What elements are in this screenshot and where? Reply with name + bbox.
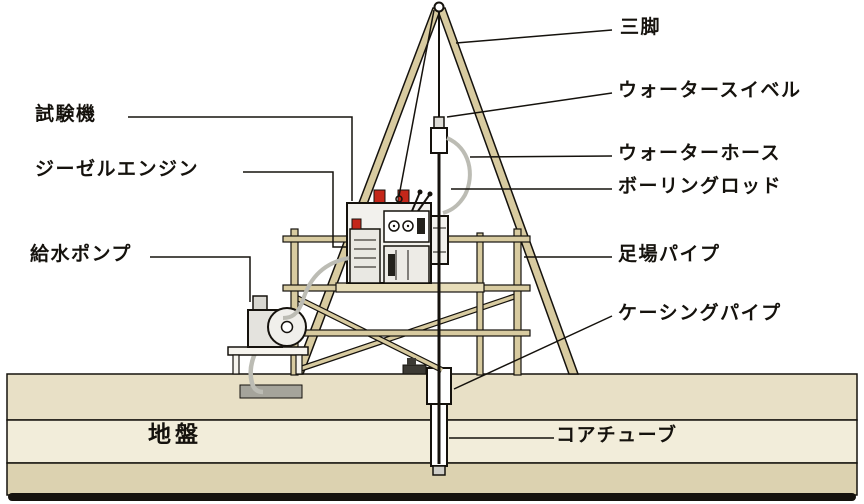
test-machine-assembly (346, 189, 449, 284)
water-sump-slab (239, 384, 303, 399)
gauge-2-needle (406, 224, 410, 228)
lever-1-knob (427, 191, 433, 197)
drill-bit (432, 465, 446, 476)
hoses (282, 136, 472, 320)
feed-hose (282, 256, 350, 320)
suction-hose (248, 345, 264, 395)
leader-water-hose (469, 155, 613, 158)
label-casing-pipe: ケーシングパイプ (618, 303, 782, 324)
lever-2 (411, 191, 421, 212)
wellhead-clamp (402, 358, 427, 375)
gauge-1-needle (392, 224, 396, 228)
pump-table-top (227, 346, 309, 356)
scaffold-post-middle (476, 232, 484, 376)
wellhead-clamp-base (402, 364, 427, 375)
label-boring-rod: ボーリングロッド (618, 176, 783, 197)
diesel-engine-unit (349, 228, 381, 284)
water-swivel-cap (433, 116, 445, 129)
label-ground: 地盤 (148, 421, 202, 447)
leader-casing-pipe (453, 315, 613, 390)
tripod-leg-right (435, 7, 580, 375)
water-pump-assembly (227, 295, 309, 395)
label-scaffold-pipe: 足場パイプ (618, 244, 721, 265)
pump-table-leg-right (295, 354, 303, 375)
scaffold-rail-low (282, 329, 531, 337)
label-tripod: 三脚 (620, 17, 662, 38)
scaffold-plank (335, 282, 485, 293)
machine-red-cap-3 (351, 218, 362, 230)
label-water-hose: ウォーターホース (618, 143, 782, 164)
label-diesel-engine: ジーゼルエンジン (35, 159, 200, 180)
leader-tripod (455, 29, 613, 44)
scaffold-post-left (290, 228, 299, 376)
label-water-pump: 給水ポンプ (30, 244, 132, 265)
leader-test-machine (128, 116, 353, 201)
pump-table-leg-left (232, 354, 240, 375)
label-water-swivel: ウォータースイベル (618, 80, 802, 101)
ground-layer-bottom (6, 462, 858, 496)
wellhead-clamp-lever (407, 358, 416, 365)
leader-lines (128, 29, 613, 439)
tripod (292, 1, 580, 375)
hoist-cable (398, 9, 435, 197)
hoist-hook (395, 195, 403, 203)
machine-red-cap-1 (373, 189, 386, 205)
panel-slot (417, 218, 425, 234)
leader-diesel-engine (243, 171, 348, 248)
water-swivel-body (430, 127, 448, 154)
lower-unit-slot (388, 254, 395, 276)
ground-base-bar (8, 493, 856, 501)
label-core-tube: コアチューブ (556, 425, 678, 446)
leader-water-pump (150, 256, 251, 302)
tripod-pulley (433, 1, 445, 13)
pump-flywheel-hub (280, 320, 294, 334)
lever-2-knob (417, 189, 423, 195)
label-test-machine: 試験機 (35, 104, 97, 125)
water-hose (442, 136, 472, 215)
pump-outlet-pipe (252, 295, 268, 311)
scaffold-post-right (513, 228, 522, 376)
leader-water-swivel (446, 92, 613, 118)
lever-1 (417, 193, 431, 212)
drill-string (430, 11, 448, 464)
